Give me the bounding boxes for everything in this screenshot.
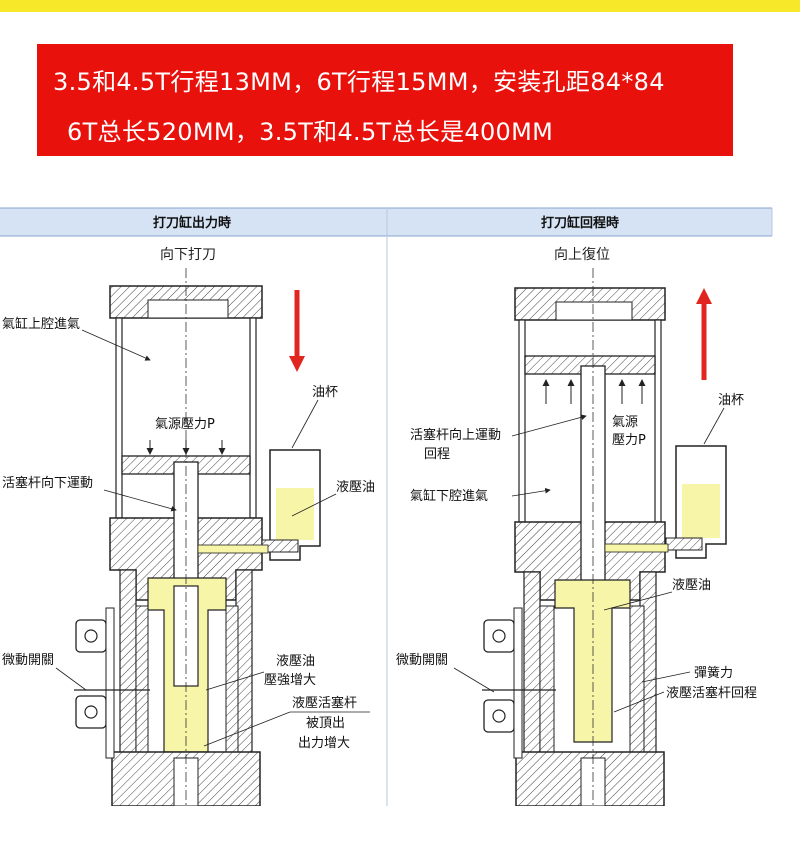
left-label-upper-air: 氣缸上腔進氣 bbox=[2, 316, 80, 332]
right-label-piston-up: 活塞杆向上運動 bbox=[410, 427, 501, 443]
right-label-piston-return: 液壓活塞杆回程 bbox=[666, 685, 757, 701]
spec-banner: 3.5和4.5T行程13MM，6T行程15MM，安装孔距84*84 6T总长52… bbox=[37, 44, 733, 156]
right-panel-subtitle: 向上復位 bbox=[554, 246, 610, 263]
left-label-oil-cup: 油杯 bbox=[312, 385, 338, 400]
spec-line-1: 3.5和4.5T行程13MM，6T行程15MM，安装孔距84*84 bbox=[53, 68, 665, 96]
left-cylinder bbox=[74, 268, 321, 806]
right-label-return: 回程 bbox=[424, 447, 450, 462]
left-label-pressure: 氣源壓力P bbox=[155, 417, 215, 432]
left-label-hydraulic-piston: 液壓活塞杆 bbox=[292, 695, 357, 711]
left-label-hydraulic-oil: 液壓油 bbox=[336, 480, 375, 495]
left-label-pressure-up: 壓強增大 bbox=[264, 673, 316, 688]
right-label-spring: 彈簧力 bbox=[694, 665, 733, 681]
left-label-piston-down: 活塞杆向下運動 bbox=[2, 475, 93, 491]
left-label-micro-switch: 微動開關 bbox=[2, 653, 54, 668]
spec-line-2: 6T总长520MM，3.5T和4.5T总长是400MM bbox=[67, 118, 554, 146]
right-label-micro-switch: 微動開關 bbox=[396, 653, 448, 668]
right-label-hydraulic-oil: 液壓油 bbox=[672, 578, 711, 593]
left-label-force-up: 出力增大 bbox=[298, 736, 350, 751]
left-panel-subtitle: 向下打刀 bbox=[160, 246, 216, 263]
right-label-lower-air: 氣缸下腔進氣 bbox=[410, 488, 488, 504]
right-label-pressure-1: 氣源 bbox=[612, 415, 638, 430]
cylinder-diagram: 打刀缸出力時 打刀缸回程時 向下打刀 向上復位 bbox=[0, 207, 773, 806]
right-label-pressure-2: 壓力P bbox=[612, 433, 646, 448]
left-label-hydraulic-oil-2: 液壓油 bbox=[276, 654, 315, 669]
header-band bbox=[0, 208, 772, 236]
right-cylinder bbox=[482, 268, 727, 806]
left-panel-header: 打刀缸出力時 bbox=[153, 215, 231, 231]
top-accent-bar bbox=[0, 0, 800, 12]
right-panel-header: 打刀缸回程時 bbox=[541, 215, 619, 231]
right-label-oil-cup: 油杯 bbox=[718, 393, 744, 408]
left-label-pushed-out: 被頂出 bbox=[306, 716, 345, 731]
